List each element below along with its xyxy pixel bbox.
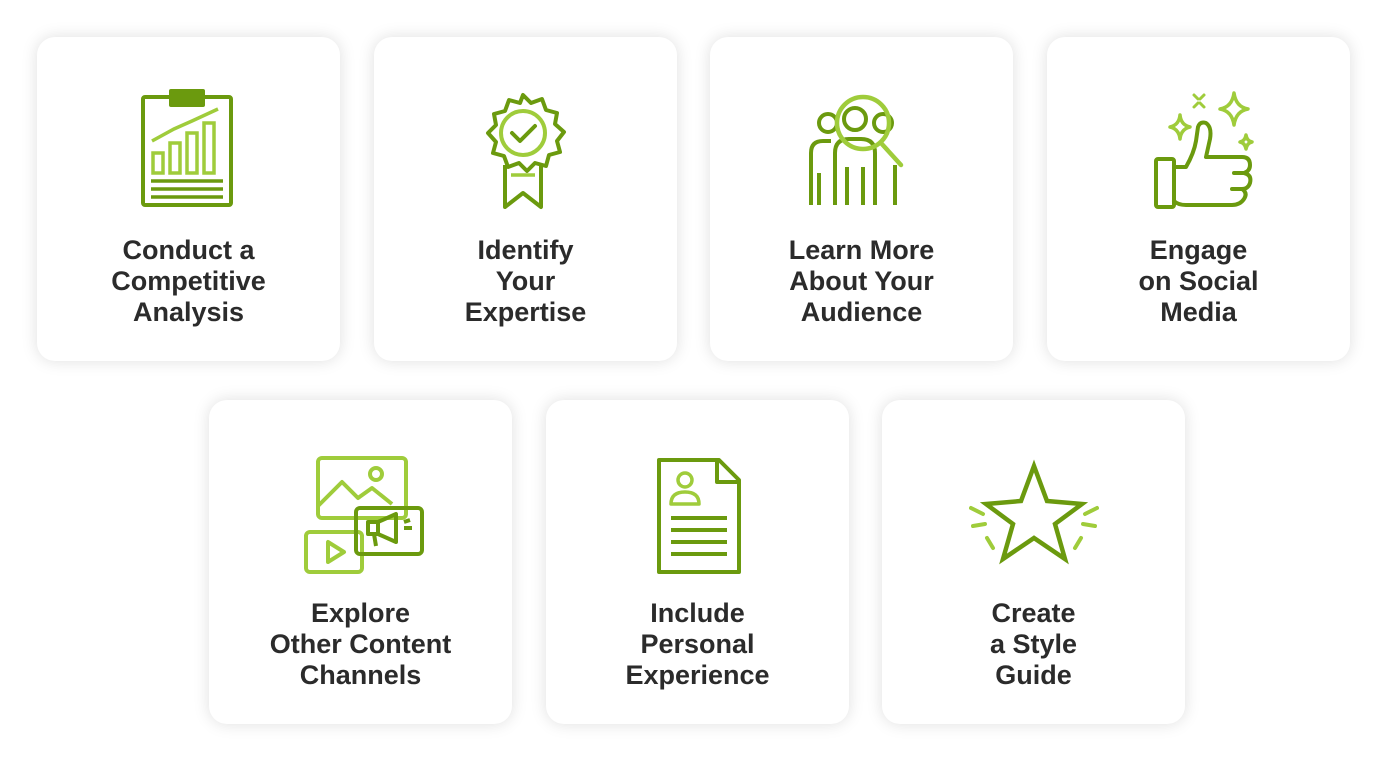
award-badge-icon (461, 83, 591, 223)
card-title-line: Audience (800, 297, 923, 327)
card-title-line: Engage (1149, 235, 1248, 265)
card-content-channels: Explore Other Content Channels (209, 400, 512, 724)
card-title: Conduct a Competitive Analysis (37, 235, 340, 328)
card-identify-expertise: Identify Your Expertise (374, 37, 677, 361)
card-title-line: Experience (625, 660, 770, 690)
card-title: Learn More About Your Audience (710, 235, 1013, 328)
resume-document-icon (633, 446, 763, 586)
card-title: Engage on Social Media (1047, 235, 1350, 328)
card-style-guide: Create a Style Guide (882, 400, 1185, 724)
card-title: Identify Your Expertise (374, 235, 677, 328)
card-title-line: Personal (640, 629, 755, 659)
card-title-line: Include (650, 598, 745, 628)
card-title-line: Identify (477, 235, 574, 265)
card-title-line: Analysis (132, 297, 245, 327)
card-title: Include Personal Experience (546, 598, 849, 691)
card-social-media: Engage on Social Media (1047, 37, 1350, 361)
star-icon (968, 446, 1099, 586)
card-title-line: Conduct a (122, 235, 255, 265)
card-title-line: About Your (789, 266, 934, 296)
card-title-line: Guide (995, 660, 1072, 690)
content-channels-icon (296, 446, 426, 586)
card-personal-experience: Include Personal Experience (546, 400, 849, 724)
clipboard-chart-icon (124, 83, 254, 223)
card-title-line: Create (991, 598, 1076, 628)
card-title-line: a Style (989, 629, 1078, 659)
audience-search-icon (797, 83, 927, 223)
card-title: Explore Other Content Channels (209, 598, 512, 691)
thumbs-up-sparkle-icon (1134, 83, 1264, 223)
card-learn-audience: Learn More About Your Audience (710, 37, 1013, 361)
card-title: Create a Style Guide (882, 598, 1185, 691)
card-title-line: Competitive (111, 266, 266, 296)
card-title-line: Expertise (464, 297, 587, 327)
card-title-line: Media (1160, 297, 1237, 327)
card-title-line: Explore (310, 598, 411, 628)
card-title-line: Channels (299, 660, 422, 690)
card-title-line: on Social (1138, 266, 1259, 296)
card-title-line: Your (495, 266, 556, 296)
card-title-line: Learn More (788, 235, 935, 265)
card-title-line: Other Content (269, 629, 452, 659)
card-competitive-analysis: Conduct a Competitive Analysis (37, 37, 340, 361)
